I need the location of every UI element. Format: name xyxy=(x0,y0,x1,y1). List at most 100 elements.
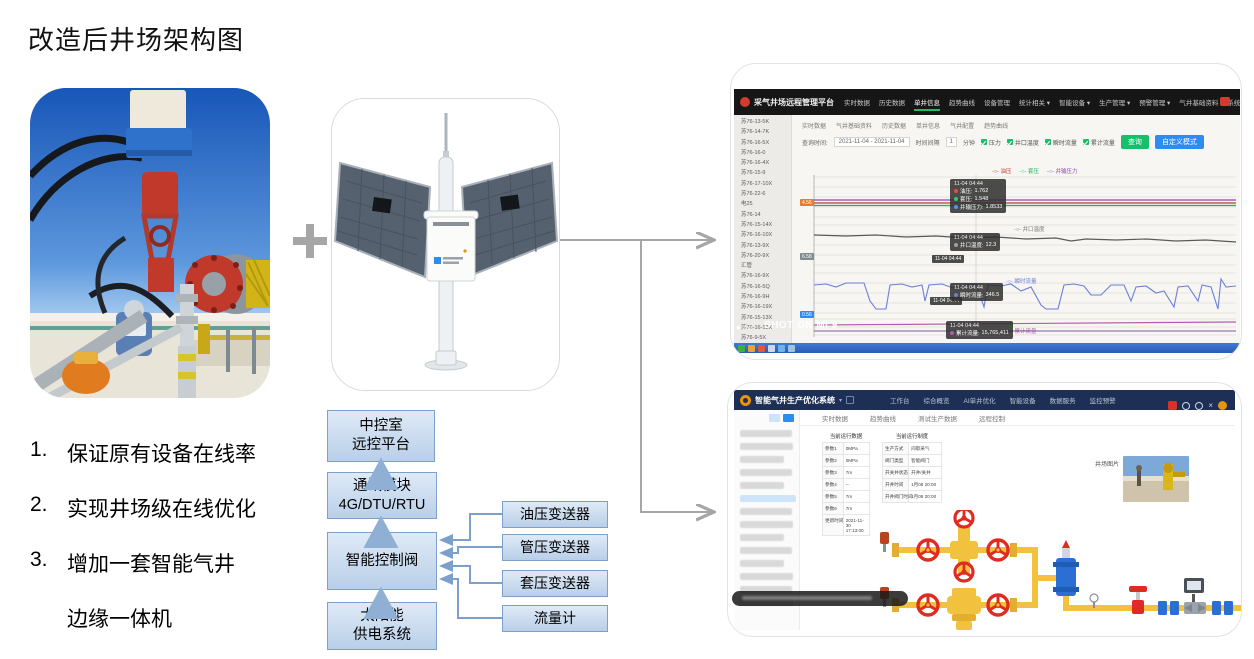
taskbar-icon[interactable] xyxy=(748,344,755,352)
scada-nav-item[interactable]: 单井信息 xyxy=(914,97,940,111)
scada-nav-item[interactable]: 预警管理 ▾ xyxy=(1139,100,1171,107)
well-list-item[interactable]: 苏76-14-7K xyxy=(741,129,770,136)
windows-taskbar[interactable] xyxy=(734,343,1240,353)
opt-tab[interactable]: 趋势曲线 xyxy=(870,415,896,423)
scada-nav-item[interactable]: 趋势曲线 xyxy=(949,100,975,107)
checkbox-flow[interactable]: 瞬时流量 xyxy=(1044,138,1077,147)
blurred-well-item[interactable] xyxy=(740,573,793,580)
blurred-well-item[interactable] xyxy=(740,430,792,437)
start-icon[interactable] xyxy=(738,344,745,352)
opt-nav-item[interactable]: 智能设备 xyxy=(1009,398,1036,405)
blurred-well-item[interactable] xyxy=(740,508,792,515)
well-list-item[interactable]: 苏76-16-5X xyxy=(741,139,770,146)
gear-icon[interactable] xyxy=(1195,401,1204,410)
scada-nav-item[interactable]: 系统维护 ▾ xyxy=(1227,100,1241,107)
well-list-item[interactable]: 苏76-20-9X xyxy=(741,252,770,259)
well-list-item[interactable]: 苏76-16-12X xyxy=(741,324,773,331)
opt-tab[interactable]: 测试生产数据 xyxy=(918,415,957,423)
well-list-item[interactable]: 苏76-15-9 xyxy=(741,170,766,177)
opt-tab[interactable]: 实时数据 xyxy=(822,415,848,423)
well-list-item[interactable]: 苏76-9-5X xyxy=(741,335,767,342)
scada-nav-item[interactable]: 实时数据 xyxy=(844,100,870,107)
well-list-item[interactable]: 苏76-16-10X xyxy=(741,232,773,239)
well-list-item[interactable]: 苏76-15-14X xyxy=(741,221,773,228)
checkbox-temp[interactable]: 井口温度 xyxy=(1006,138,1039,147)
notification-badge[interactable] xyxy=(1220,97,1230,106)
opt-nav-item[interactable]: 工作台 xyxy=(890,398,910,405)
well-list-item[interactable]: 汇管 xyxy=(741,263,753,270)
selected-well-item[interactable] xyxy=(740,495,796,502)
interval-input[interactable]: 1 xyxy=(945,137,957,147)
taskbar-icon[interactable] xyxy=(778,344,785,352)
blurred-well-item[interactable] xyxy=(740,586,792,593)
series-dot-purple xyxy=(950,331,954,335)
table-row: 参数5 7m xyxy=(822,491,870,503)
scada-subtab[interactable]: 单井信息 xyxy=(916,124,941,130)
scada-nav-item[interactable]: 智能设备 ▾ xyxy=(1059,100,1091,107)
runtime-table: 当前运行数据 参数1 0MPa 参数2 0MPa xyxy=(822,432,870,536)
blurred-well-item[interactable] xyxy=(740,547,792,554)
avatar[interactable] xyxy=(1218,401,1227,410)
taskbar-icon[interactable] xyxy=(768,344,775,352)
opt-nav-item[interactable]: 数据服务 xyxy=(1049,398,1076,405)
red-valve xyxy=(1129,586,1147,614)
well-list-item[interactable]: 苏76-22-6 xyxy=(741,191,766,198)
blurred-well-item[interactable] xyxy=(740,534,784,541)
well-list-item[interactable]: 苏76-16-0 xyxy=(741,149,766,156)
blurred-well-item[interactable] xyxy=(740,521,793,528)
checkbox-cum[interactable]: 累计流量 xyxy=(1082,138,1115,147)
well-list-item[interactable]: 苏76-16-19X xyxy=(741,304,773,311)
checkbox-icon xyxy=(980,139,987,145)
scada-nav-item[interactable]: 历史数据 xyxy=(879,100,905,107)
valve-handwheels xyxy=(916,510,1010,617)
wellsite-thumb-art xyxy=(1123,456,1189,502)
scada-nav-item[interactable]: 统计相关 ▾ xyxy=(1019,100,1051,107)
scada-nav-item[interactable]: 设备管理 xyxy=(984,100,1010,107)
table-row: 参数6 7m xyxy=(822,503,870,515)
custom-mode-button[interactable]: 自定义模式 xyxy=(1154,135,1204,149)
checkbox-pressure[interactable]: 压力 xyxy=(980,138,1001,147)
taskbar-icon[interactable] xyxy=(788,344,795,352)
scada-subtab[interactable]: 实时数据 xyxy=(802,124,827,130)
opt-nav-item[interactable]: 监控预警 xyxy=(1089,398,1116,405)
note-number: 3. xyxy=(30,548,48,571)
well-list-item[interactable]: 苏76-13-5K xyxy=(741,119,770,125)
taskbar-icon[interactable] xyxy=(758,344,765,352)
scada-nav-item[interactable]: 生产管理 ▾ xyxy=(1099,100,1131,107)
opt-nav-item[interactable]: AI单井优化 xyxy=(963,398,996,405)
alert-badge-icon[interactable] xyxy=(1168,401,1178,410)
well-list-item[interactable]: 苏76-13-9X xyxy=(741,242,770,249)
scada-nav-item[interactable]: 气井基础资料 xyxy=(1179,100,1219,107)
well-list-item[interactable]: 苏76-15-13X xyxy=(741,314,773,321)
blurred-well-item[interactable] xyxy=(740,469,792,476)
blurred-well-item[interactable] xyxy=(740,443,793,450)
well-list-item[interactable]: 苏76-14 xyxy=(741,211,761,218)
well-list-item[interactable]: 苏76-16-9H xyxy=(741,294,770,301)
well-list-item[interactable]: 苏76-16-9X xyxy=(741,273,770,280)
date-range-input[interactable]: 2021-11-04 - 2021-11-04 xyxy=(833,137,910,147)
filter-chip[interactable] xyxy=(769,414,780,422)
interval-unit: 分钟 xyxy=(962,140,975,147)
filter-chip[interactable] xyxy=(783,414,794,422)
well-list-item[interactable]: 苏76-17-10X xyxy=(741,180,773,187)
blurred-well-item[interactable] xyxy=(740,456,784,463)
blurred-well-item[interactable] xyxy=(740,560,784,567)
chevron-down-icon[interactable]: ▾ xyxy=(839,397,843,404)
well-list-item[interactable]: 电25 xyxy=(741,201,753,208)
well-list-item[interactable]: 苏76-16-4X xyxy=(741,160,770,167)
well-list-item[interactable]: 苏76-16-5Q xyxy=(741,283,770,290)
opt-nav-item[interactable]: 综合概览 xyxy=(923,398,950,405)
bell-icon[interactable] xyxy=(1182,401,1191,410)
collapse-icon[interactable] xyxy=(846,396,855,404)
blurred-well-item[interactable] xyxy=(740,482,784,489)
solar-device-art xyxy=(332,99,559,390)
scada-subtab[interactable]: 趋势曲线 xyxy=(984,124,1009,130)
scada-subtab[interactable]: 气井配置 xyxy=(950,124,975,130)
trend-charts xyxy=(813,175,1237,337)
close-icon[interactable]: × xyxy=(1208,400,1213,410)
scada-subtab[interactable]: 气井基础资料 xyxy=(836,124,873,130)
camera-watermark: SHOT ON MI 9 xyxy=(764,320,838,331)
scada-subtab[interactable]: 历史数据 xyxy=(882,124,907,130)
opt-tab[interactable]: 远程控制 xyxy=(979,415,1005,423)
search-button[interactable]: 查询 xyxy=(1120,135,1149,149)
